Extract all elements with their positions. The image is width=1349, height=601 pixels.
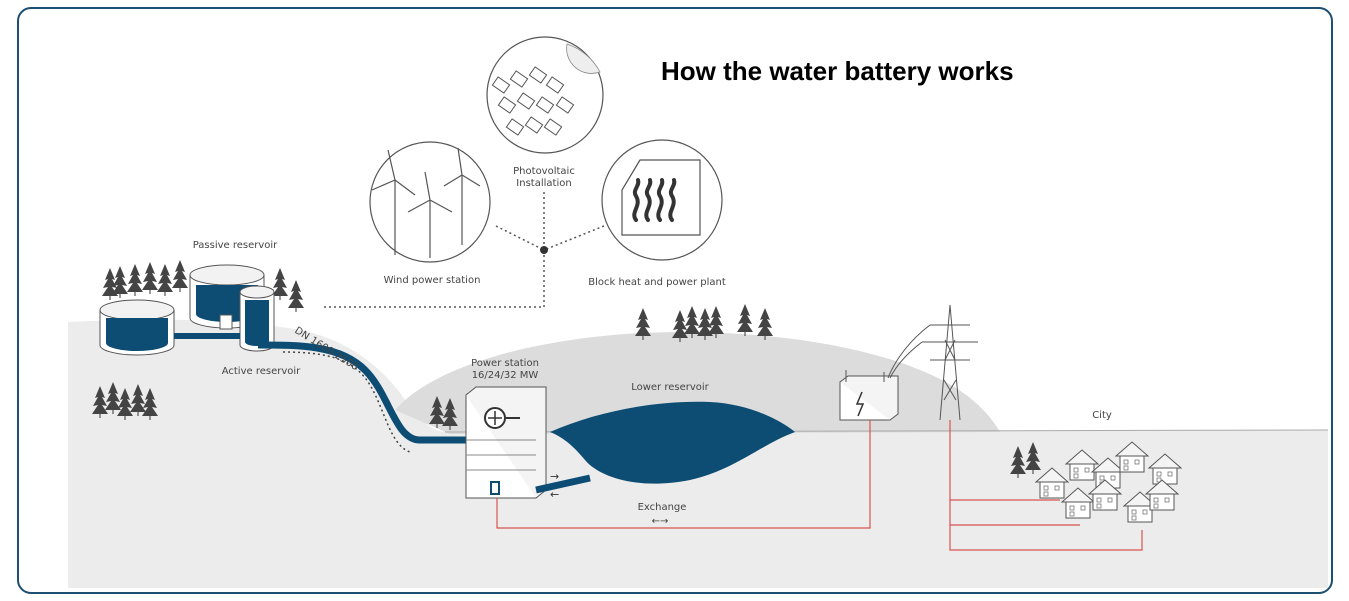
power-station-label-1: Power station (471, 358, 539, 369)
substation (839, 370, 899, 421)
flow-arrow-dotted (282, 351, 411, 453)
power-station-label-2: 16/24/32 MW (472, 370, 539, 381)
active-reservoir (174, 285, 275, 352)
transmission-pylon (887, 304, 978, 421)
active-reservoir-label: Active reservoir (222, 366, 301, 377)
photovoltaic-label-2: Installation (516, 178, 571, 189)
diagram-title: How the water battery works (661, 56, 1014, 86)
flow-arrow-out: → (550, 470, 559, 483)
lower-reservoir-label: Lower reservoir (631, 382, 709, 393)
wind-label: Wind power station (384, 275, 481, 286)
energy-source-connectors (322, 192, 605, 308)
exchange-label: Exchange (638, 502, 687, 513)
city-label: City (1092, 410, 1112, 421)
passive-reservoir-label: Passive reservoir (193, 240, 278, 251)
flow-arrow-in: ← (550, 488, 559, 501)
power-station (465, 386, 547, 499)
penstock-pipe (257, 341, 500, 494)
photovoltaic-icon (486, 36, 604, 154)
block-heat-plant-icon (601, 139, 723, 261)
block-heat-label: Block heat and power plant (588, 277, 726, 288)
photovoltaic-label-1: Photovoltaic (513, 166, 575, 177)
connector-node (540, 246, 548, 254)
exchange-arrows: ←→ (652, 516, 669, 527)
wind-turbine-icon (369, 141, 491, 263)
lower-reservoir (550, 401, 795, 484)
power-lines (496, 420, 1143, 551)
